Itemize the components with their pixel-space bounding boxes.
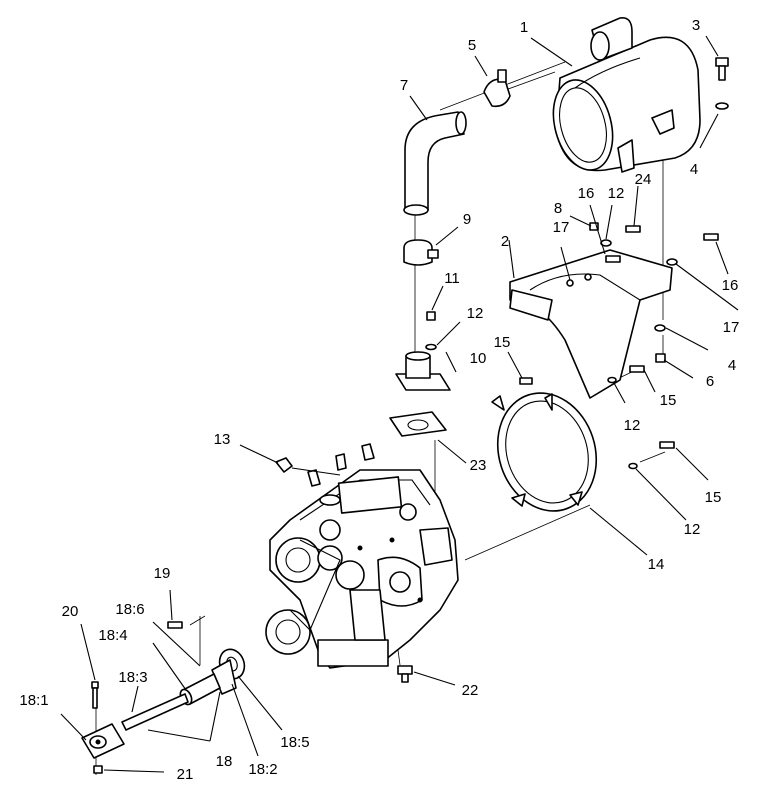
- callout-15-left: 15: [494, 334, 511, 351]
- callout-1: 1: [520, 19, 528, 36]
- callout-18-4: 18:4: [98, 627, 127, 644]
- callout-8: 8: [554, 200, 562, 217]
- callout-19: 19: [154, 565, 171, 582]
- exhaust-elbow: [403, 111, 467, 216]
- bracket-hardware: [519, 222, 719, 470]
- callout-20: 20: [62, 603, 79, 620]
- leader-lines: [60, 35, 739, 773]
- clamp-lower: [403, 239, 439, 266]
- callout-12-mid: 12: [624, 417, 641, 434]
- callout-13: 13: [214, 431, 231, 448]
- muffler-bracket: [509, 249, 673, 399]
- callout-9: 9: [463, 211, 471, 228]
- callout-11: 11: [444, 270, 460, 287]
- sender: [397, 665, 413, 683]
- callout-3: 3: [692, 17, 700, 34]
- stud-nut: [425, 311, 437, 351]
- callout-7: 7: [400, 77, 408, 94]
- callout-22: 22: [462, 682, 479, 699]
- muffler-bolt: [715, 57, 729, 110]
- callout-4-upper: 4: [690, 161, 698, 178]
- callout-labels: 1 2 3 4 4 5 6 7 8 9 10 11 12 12 12 12 13…: [19, 17, 739, 783]
- callout-12-bracket: 12: [608, 185, 625, 202]
- callout-15-right: 15: [705, 489, 722, 506]
- callout-23: 23: [470, 457, 487, 474]
- callout-14: 14: [648, 556, 665, 573]
- callout-18-6: 18:6: [115, 601, 144, 618]
- clamp-upper: [483, 69, 511, 108]
- callout-16-bracket: 16: [578, 185, 595, 202]
- engine: [265, 443, 459, 669]
- drive-shaft: [81, 648, 246, 759]
- callout-4-lower: 4: [728, 357, 736, 374]
- callout-2: 2: [501, 233, 509, 250]
- callout-12-shroud: 12: [684, 521, 701, 538]
- shaft-hardware: [91, 621, 183, 774]
- callout-18-1: 18:1: [19, 692, 48, 709]
- callout-18-5: 18:5: [280, 734, 309, 751]
- gasket: [389, 411, 447, 437]
- callout-5: 5: [468, 37, 476, 54]
- callout-21: 21: [177, 766, 194, 783]
- callout-12-flange: 12: [467, 305, 484, 322]
- callout-17-bracket: 17: [553, 219, 570, 236]
- callout-24: 24: [635, 171, 652, 188]
- callout-18-3: 18:3: [118, 669, 147, 686]
- fan-shroud: [491, 392, 598, 512]
- callout-16-right: 16: [722, 277, 739, 294]
- callout-15-mid: 15: [660, 392, 677, 409]
- fitting: [275, 457, 293, 473]
- callout-6: 6: [706, 373, 714, 390]
- exhaust-flange: [395, 351, 451, 391]
- callout-10: 10: [470, 350, 487, 367]
- callout-18: 18: [216, 753, 233, 770]
- muffler: [552, 16, 701, 173]
- callout-18-2: 18:2: [248, 761, 277, 778]
- callout-17-right: 17: [723, 319, 740, 336]
